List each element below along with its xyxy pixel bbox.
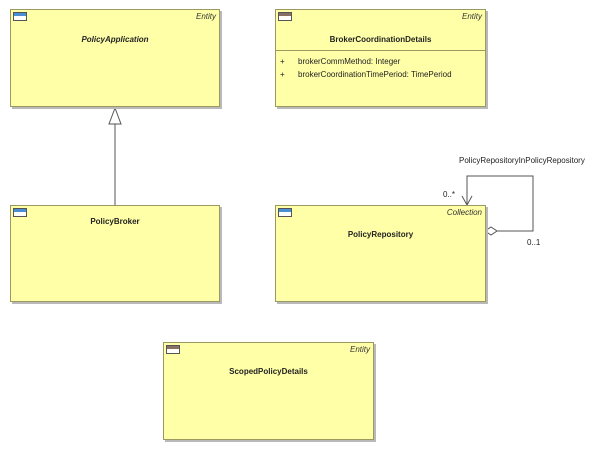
- class-icon: [13, 12, 27, 21]
- attribute-text: brokerCommMethod: Integer: [298, 57, 401, 66]
- attribute-row[interactable]: + brokerCoordinationTimePeriod: TimePerio…: [280, 70, 452, 79]
- visibility-marker: +: [280, 70, 285, 79]
- class-name: PolicyRepository: [347, 230, 414, 239]
- stereotype-label: Entity: [349, 345, 370, 354]
- target-multiplicity-label: 0..1: [527, 238, 541, 247]
- association-name-label: PolicyRepositoryInPolicyRepository: [459, 156, 585, 165]
- stereotype-label: Entity: [461, 12, 482, 21]
- class-name: ScopedPolicyDetails: [229, 367, 308, 376]
- attribute-row[interactable]: + brokerCommMethod: Integer: [280, 57, 400, 66]
- generalization-arrowhead: [108, 106, 122, 125]
- class-icon: [166, 345, 180, 354]
- class-icon: [13, 208, 27, 217]
- source-multiplicity-label: 0..*: [443, 190, 456, 199]
- class-name: PolicyBroker: [90, 217, 140, 226]
- class-name: PolicyApplication: [81, 35, 149, 44]
- self-aggregation-line[interactable]: [466, 175, 534, 232]
- class-icon: [278, 208, 292, 217]
- class-icon: [278, 12, 292, 21]
- stereotype-label: Collection: [446, 208, 482, 217]
- class-scoped-policy-details[interactable]: Entity ScopedPolicyDetails: [163, 342, 374, 440]
- class-broker-coordination-details[interactable]: Entity BrokerCoordinationDetails + broker…: [275, 9, 486, 107]
- class-policy-repository[interactable]: Collection PolicyRepository: [275, 205, 486, 302]
- compartment-divider: [276, 50, 485, 51]
- class-name: BrokerCoordinationDetails: [329, 35, 432, 44]
- visibility-marker: +: [280, 57, 285, 66]
- attribute-text: brokerCoordinationTimePeriod: TimePeriod: [298, 70, 452, 79]
- class-policy-broker[interactable]: PolicyBroker: [10, 205, 220, 302]
- class-policy-application[interactable]: Entity PolicyApplication: [10, 9, 220, 107]
- stereotype-label: Entity: [195, 12, 216, 21]
- aggregation-diamond: [484, 226, 498, 236]
